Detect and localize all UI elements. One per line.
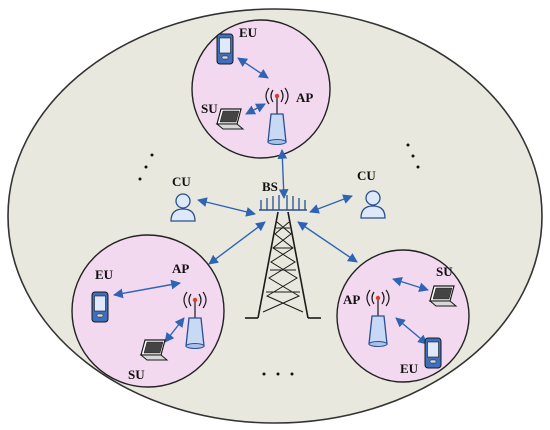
link-right-eu-ap [395,317,428,345]
bs-label: BS [262,179,278,194]
small-cell-left [71,234,225,388]
top-eu-label: EU [239,25,258,40]
left-ap-label: AP [172,261,189,276]
link-top-eu-ap [237,57,269,79]
cu-right-label: CU [357,168,376,183]
right-eu-label: EU [400,361,419,376]
right-su-label: SU [436,264,453,279]
top-ap-label: AP [296,90,313,105]
right-ap-label: AP [343,292,360,307]
link-left-eu-ap [113,279,181,299]
link-bs-cu-left [197,197,256,217]
link-bs-right-ap [297,221,358,263]
ellipsis-bottom [262,372,294,376]
phone-icon [424,337,442,369]
left-su-label: SU [128,367,145,382]
small-cell-top [191,19,331,159]
phone-icon [91,291,109,323]
phone-icon [216,33,234,65]
ellipsis-right [406,143,420,169]
link-bs-left-ap [208,221,266,265]
link-right-su-ap [392,276,429,293]
cu-left-label: CU [172,174,191,189]
link-bs-cu-right [309,194,353,214]
link-bs-top-ap [277,149,289,199]
link-top-su-ap [245,103,266,115]
link-left-su-ap [164,317,185,343]
top-su-label: SU [201,101,218,116]
cell-tower-icon [245,195,321,319]
left-eu-label: EU [95,267,114,282]
ellipsis-left [138,153,154,181]
